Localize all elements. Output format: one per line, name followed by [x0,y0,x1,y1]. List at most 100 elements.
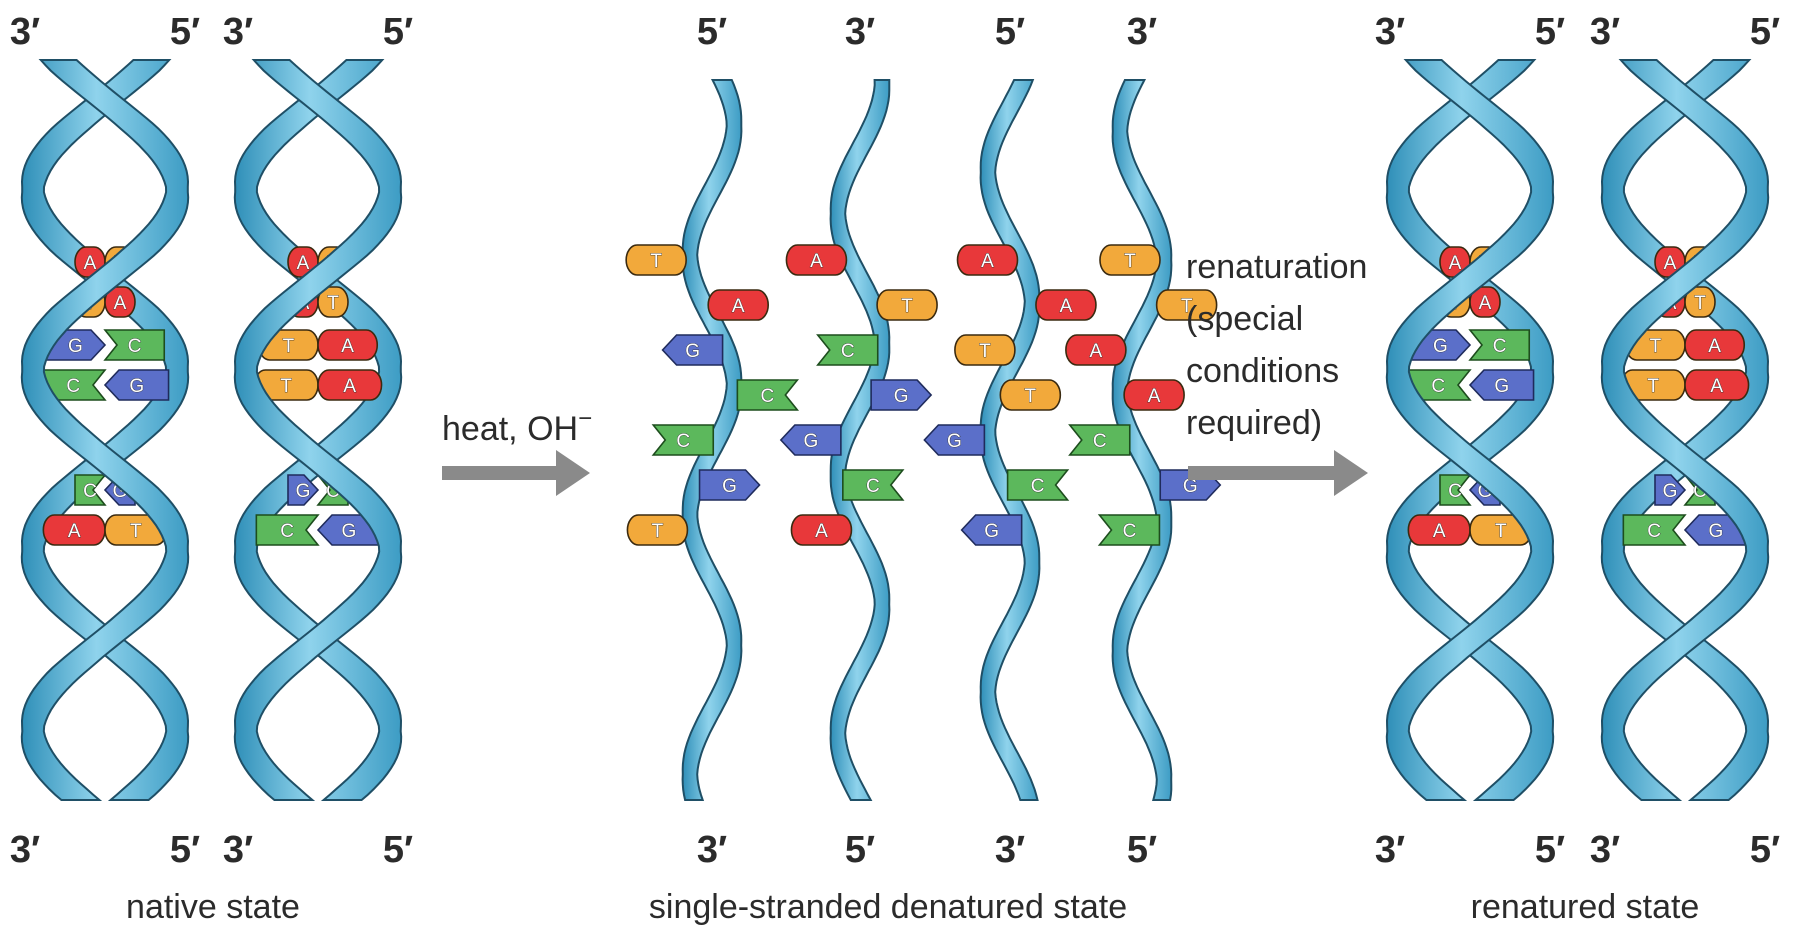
end-label-bottom: 5′ [845,829,875,871]
base-pair-4-left-T-label: T [280,376,292,397]
strand-base-6-C-label: C [1031,476,1045,497]
end-label-top-right: 5′ [1750,11,1780,53]
caption-renatured-state: renatured state [1471,888,1700,926]
strand-base-4-G-label: G [894,386,909,407]
base-pair-1-left-A-label: A [84,253,97,274]
renaturation-arrow-shaft [1188,466,1338,480]
helix-native-1: ATTAGCCGCGAT3′5′3′5′ [10,11,200,871]
renaturation-label-line-3: conditions [1186,352,1339,390]
strand-base-3-T-label: T [979,341,991,362]
base-pair-2-right-A-label: A [1479,293,1492,314]
base-pair-1-left-A-label: A [1449,253,1462,274]
base-pair-6-left-C-label: C [280,521,294,542]
base-pair-3-right-A-label: A [341,336,354,357]
end-label-bottom-left: 3′ [10,829,40,871]
renaturation-arrow: renaturation (special conditions require… [1186,248,1368,496]
base-pair-5-left-C-label: C [1448,481,1462,502]
base-pair-4-left-C-label: C [66,376,80,397]
strand-base-2-A-label: A [732,296,745,317]
denaturation-arrow-label: heat, OH− [442,405,592,448]
base-pair-5-left-G-label: G [1663,481,1678,502]
end-label-bottom-right: 5′ [1535,829,1565,871]
end-label-bottom: 3′ [697,829,727,871]
strand-base-4-C-label: C [760,386,774,407]
base-pair-6-right-T-label: T [130,521,142,542]
end-label-top-left: 3′ [223,11,253,53]
base-pair-4-left-T-label: T [1647,376,1659,397]
helix-native-2: ATATTATAGCCG3′5′3′5′ [223,11,413,871]
base-pair-1-left-A-label: A [297,253,310,274]
end-label-bottom-right: 5′ [383,829,413,871]
end-label-top-right: 5′ [1535,11,1565,53]
strand-base-3-C-label: C [841,341,855,362]
base-pair-3-right-C-label: C [1493,336,1507,357]
strand-base-3-G-label: G [685,341,700,362]
strand-base-5-C-label: C [676,431,690,452]
strand-base-5-G-label: G [803,431,818,452]
strand-base-1-A-label: A [981,251,994,272]
single-strand-2: A T C G G C A 3′ 5′ [781,11,937,871]
strand-base-5-G-label: G [947,431,962,452]
base-pair-6-left-A-label: A [68,521,81,542]
base-pair-4-right-G-label: G [129,376,144,397]
caption-native-state: native state [126,888,300,926]
strand-base-1-T-label: T [1124,251,1136,272]
renaturation-label-line-2: (special [1186,300,1303,338]
strand-base-3-A-label: A [1090,341,1103,362]
base-pair-6-left-A-label: A [1433,521,1446,542]
base-pair-2-right-T-label: T [1694,293,1706,314]
end-label-bottom: 3′ [995,829,1025,871]
strand-base-6-C-label: C [866,476,880,497]
base-pair-4-right-A-label: A [1710,376,1723,397]
denaturation-arrow: heat, OH− [442,405,592,496]
strand-base-1-A-label: A [810,251,823,272]
end-label-top: 3′ [1127,11,1157,53]
strand-base-5-C-label: C [1093,431,1107,452]
end-label-top-left: 3′ [1375,11,1405,53]
end-label-bottom-left: 3′ [1375,829,1405,871]
base-pair-6-right-G-label: G [341,521,356,542]
end-label-bottom-left: 3′ [1590,829,1620,871]
strand-base-1-T-label: T [650,251,662,272]
base-pair-3-left-G-label: G [68,336,83,357]
renaturation-label-line-4: required) [1186,404,1322,442]
base-pair-3-left-T-label: T [283,336,295,357]
end-label-bottom: 5′ [1127,829,1157,871]
strand-backbone [981,80,1040,800]
base-pair-3-right-C-label: C [128,336,142,357]
strand-base-4-A-label: A [1148,386,1161,407]
hydroxide-charge: − [578,405,592,432]
base-pair-2-right-T-label: T [327,293,339,314]
base-pair-4-right-G-label: G [1494,376,1509,397]
strand-base-7-A-label: A [815,521,828,542]
base-pair-5-left-C-label: C [83,481,97,502]
end-label-bottom-left: 3′ [223,829,253,871]
end-label-top-left: 3′ [1590,11,1620,53]
base-pair-6-left-C-label: C [1647,521,1661,542]
base-pair-4-right-A-label: A [343,376,356,397]
denaturation-arrow-head [556,450,590,496]
strand-base-7-T-label: T [652,521,664,542]
base-pair-4-left-C-label: C [1431,376,1445,397]
end-label-top-right: 5′ [383,11,413,53]
renaturation-arrow-head [1334,450,1368,496]
strand-base-6-G-label: G [722,476,737,497]
denaturation-arrow-shaft [442,466,560,480]
strand-base-2-T-label: T [901,296,913,317]
base-pair-6-right-G-label: G [1708,521,1723,542]
renaturation-label-line-1: renaturation [1186,248,1367,286]
end-label-top-right: 5′ [170,11,200,53]
end-label-top: 5′ [995,11,1025,53]
end-label-top: 5′ [697,11,727,53]
strand-base-7-G-label: G [984,521,999,542]
base-pair-3-left-T-label: T [1650,336,1662,357]
end-label-top-left: 3′ [10,11,40,53]
single-strand-1: T A G C C G T 5′ 3′ [626,11,797,871]
end-label-top: 3′ [845,11,875,53]
helix-renatured-2: ATATTATAGCCG3′5′3′5′ [1590,11,1780,871]
strand-base-4-T-label: T [1025,386,1037,407]
caption-denatured-state: single-stranded denatured state [649,888,1127,926]
base-pair-2-right-A-label: A [114,293,127,314]
